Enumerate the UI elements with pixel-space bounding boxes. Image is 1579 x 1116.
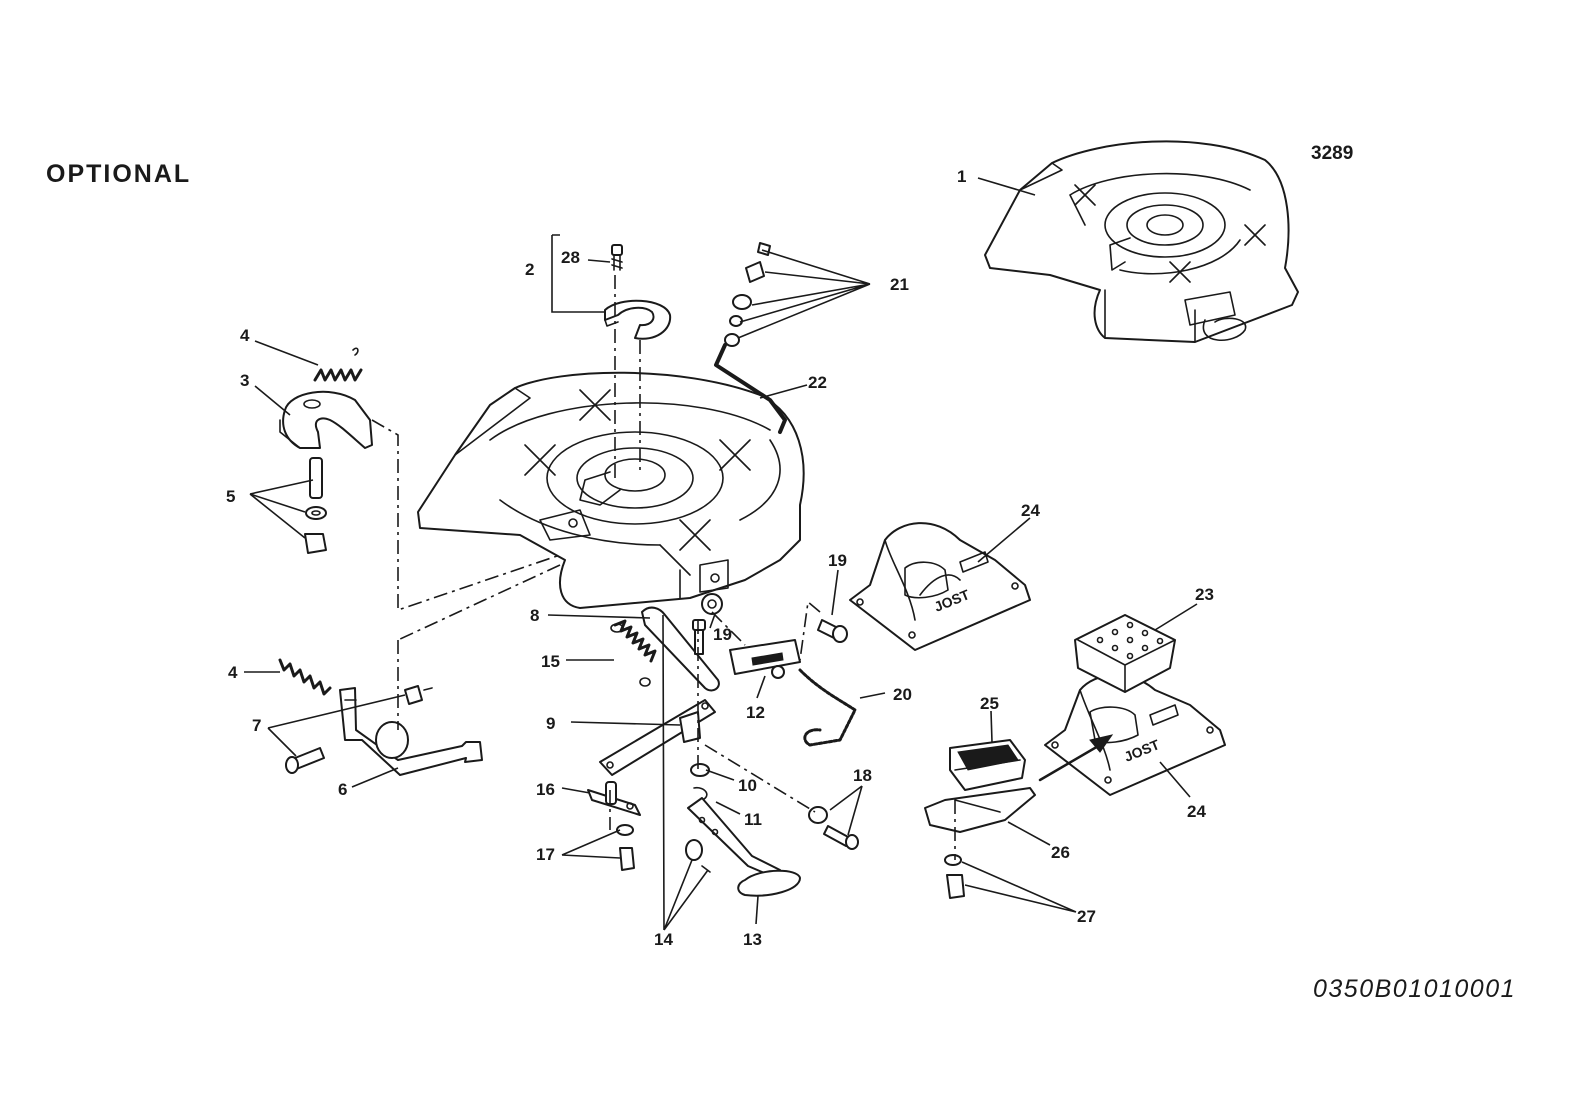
part-23-cap-plate bbox=[1074, 614, 1176, 693]
document-reference: 0350B01010001 bbox=[1313, 975, 1517, 1003]
callout-12: 12 bbox=[746, 703, 765, 722]
assembly-arrow bbox=[1038, 743, 1102, 782]
part-21-grease-fittings bbox=[724, 242, 771, 347]
callout-22: 22 bbox=[808, 373, 827, 392]
callout-5: 5 bbox=[226, 487, 235, 506]
part-5-pin-washer-nut bbox=[304, 457, 327, 554]
callout-11: 11 bbox=[744, 810, 762, 829]
callout-leaders bbox=[244, 177, 1198, 931]
callout-18: 18 bbox=[853, 766, 872, 785]
callout-15: 15 bbox=[541, 652, 560, 671]
callout-21: 21 bbox=[890, 275, 909, 294]
callout-8: 8 bbox=[530, 606, 539, 625]
callout-20: 20 bbox=[893, 685, 912, 704]
optional-heading: OPTIONAL bbox=[46, 160, 192, 188]
callout-7: 7 bbox=[252, 716, 261, 735]
callout-26: 26 bbox=[1051, 843, 1070, 862]
callout-19-center: 19 bbox=[713, 625, 732, 644]
callout-10: 10 bbox=[738, 776, 757, 795]
callout-24-upper: 24 bbox=[1021, 501, 1040, 520]
assembled-fifth-wheel bbox=[984, 140, 1299, 343]
callout-14: 14 bbox=[654, 930, 673, 949]
part-13-release-handle bbox=[687, 797, 801, 897]
part-15-spring bbox=[610, 619, 657, 687]
callout-6: 6 bbox=[338, 780, 347, 799]
part-4-spring-upper bbox=[313, 347, 363, 382]
callout-28: 28 bbox=[561, 248, 580, 267]
part-6-lock-lever bbox=[339, 687, 483, 776]
part-17-washer-bolt bbox=[616, 824, 635, 871]
part-8-handle bbox=[641, 606, 720, 692]
callout-24-lower: 24 bbox=[1187, 802, 1206, 821]
part-27-washer-bolt bbox=[944, 854, 965, 899]
fifth-wheel-top-plate bbox=[417, 371, 805, 609]
part-28-screw bbox=[611, 244, 623, 271]
callout-9: 9 bbox=[546, 714, 555, 733]
callout-19-right: 19 bbox=[828, 551, 847, 570]
callout-27: 27 bbox=[1077, 907, 1096, 926]
part-22-grease-tube bbox=[714, 343, 787, 434]
part-10-washer bbox=[690, 763, 710, 777]
part-3-lock-jaw bbox=[279, 390, 373, 449]
figure-number: 3289 bbox=[1311, 143, 1354, 164]
part-14-bushing-pin bbox=[685, 839, 711, 873]
callout-25: 25 bbox=[980, 694, 999, 713]
callout-4-lower: 4 bbox=[228, 663, 238, 682]
callout-13: 13 bbox=[743, 930, 762, 949]
part-19-bolt-lower bbox=[692, 619, 706, 655]
part-9-lock-plate bbox=[599, 699, 716, 776]
part-16-pivot-bracket bbox=[587, 781, 641, 816]
part-19-bolt-upper bbox=[701, 593, 723, 615]
callout-16: 16 bbox=[536, 780, 555, 799]
callout-3: 3 bbox=[240, 371, 249, 390]
callout-23: 23 bbox=[1195, 585, 1214, 604]
part-4-spring-lower bbox=[278, 658, 332, 696]
part-12-lock-bracket bbox=[729, 639, 801, 679]
callout-1: 1 bbox=[957, 167, 966, 186]
arrow-head bbox=[1089, 734, 1114, 753]
part-24-mounting-bracket-lower: JOST bbox=[1044, 674, 1226, 796]
part-19-bolt-right bbox=[817, 619, 848, 643]
part-7-bolt-nut bbox=[285, 685, 433, 774]
part-18-nut-bolt bbox=[808, 806, 859, 850]
part-25-rubber-pad bbox=[949, 739, 1026, 791]
part-20-safety-chain bbox=[798, 668, 857, 747]
callout-2: 2 bbox=[525, 260, 534, 279]
part-26-clamp-plate bbox=[924, 787, 1036, 833]
assembly-centerlines bbox=[371, 275, 956, 860]
part-24-mounting-bracket-upper: JOST bbox=[849, 522, 1031, 651]
callout-17: 17 bbox=[536, 845, 555, 864]
callout-numbers: 1 2 3 4 4 5 6 7 8 9 10 11 12 13 14 15 16… bbox=[226, 167, 1214, 949]
callout-4-upper: 4 bbox=[240, 326, 250, 345]
